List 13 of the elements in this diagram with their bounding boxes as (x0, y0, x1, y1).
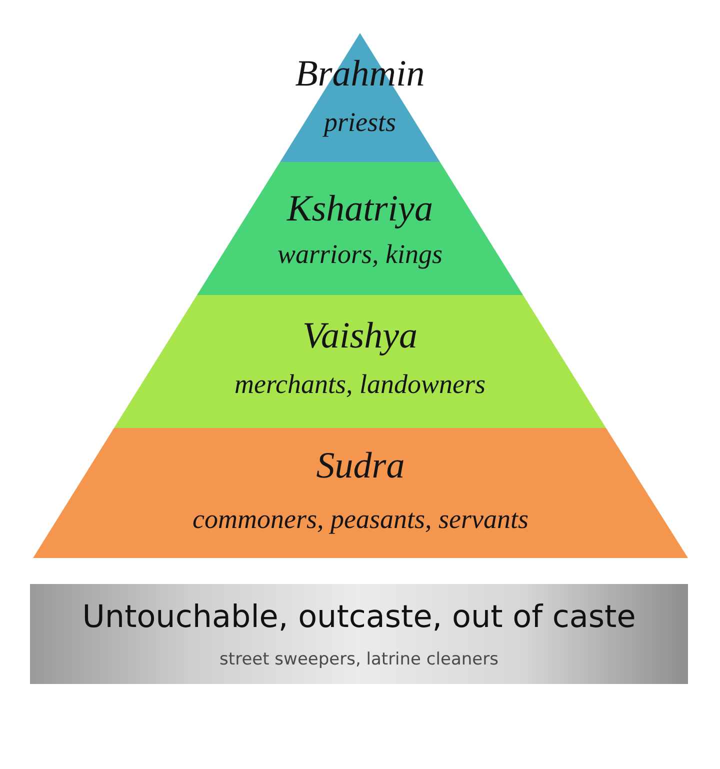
caste-description: priests (324, 108, 396, 138)
pyramid-tier (197, 162, 523, 295)
caste-name: Sudra (316, 446, 405, 488)
pyramid-tier (33, 428, 688, 558)
caste-name: Kshatriya (287, 190, 433, 230)
outcaste-bar (30, 584, 688, 684)
caste-description: warriors, kings (277, 240, 443, 270)
caste-name: Untouchable, outcaste, out of caste (82, 600, 636, 634)
caste-description: street sweepers, latrine cleaners (220, 650, 498, 670)
caste-description: commoners, peasants, servants (192, 505, 528, 535)
caste-description: merchants, landowners (234, 370, 486, 400)
pyramid-tier (114, 295, 606, 428)
caste-name: Vaishya (302, 316, 418, 358)
